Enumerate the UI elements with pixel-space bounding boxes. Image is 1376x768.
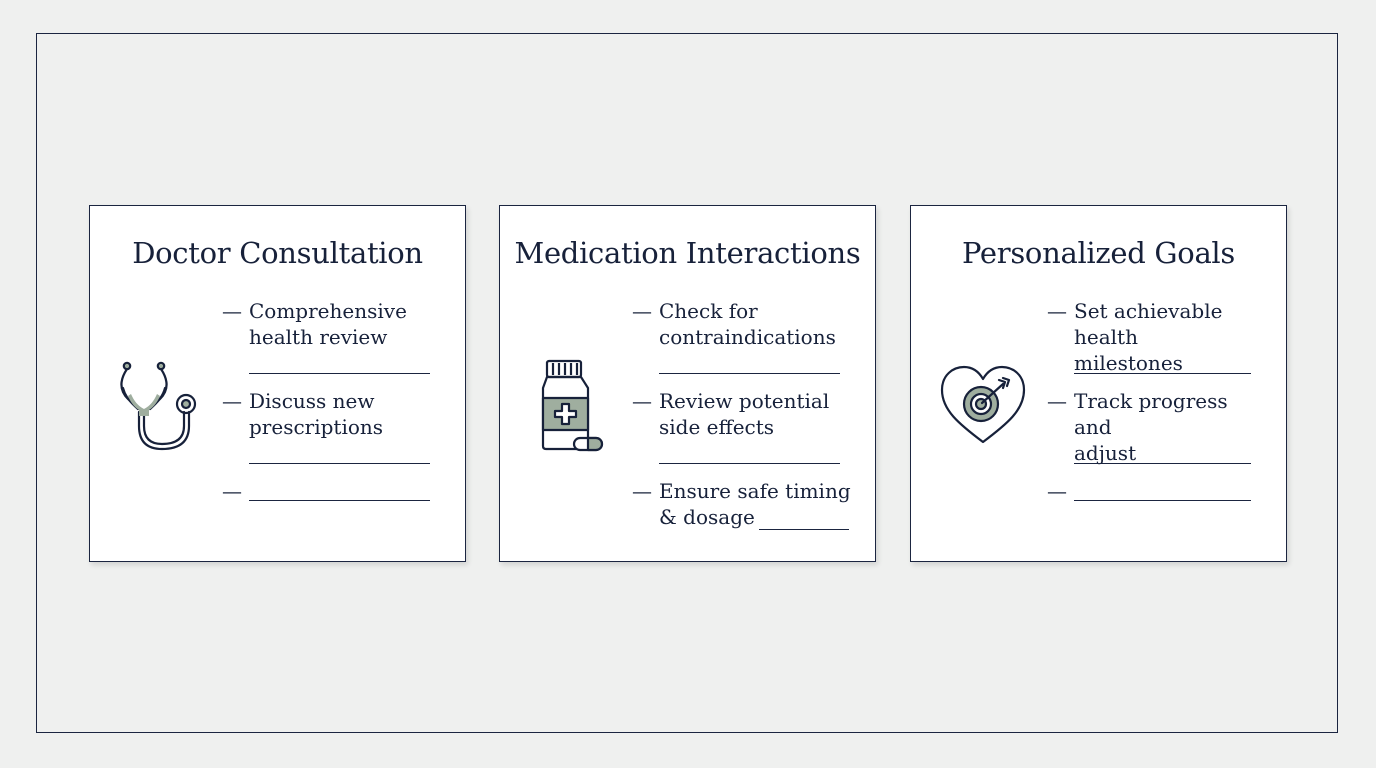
- list-item: — Comprehensive health review: [222, 298, 430, 388]
- item-text-line: Ensure safe timing: [659, 479, 851, 503]
- list-item: — Ensure safe timing & dosage: [632, 478, 851, 568]
- dash: —: [222, 299, 242, 323]
- blank-line: [758, 509, 849, 530]
- card-title: Medication Interactions: [514, 236, 861, 270]
- blank-line: [249, 500, 430, 501]
- dash: —: [222, 389, 242, 413]
- blank-line: [659, 373, 840, 374]
- item-text-line: & dosage: [659, 504, 849, 530]
- blank-line: [1074, 500, 1251, 501]
- item-text: Check for contraindications: [659, 299, 836, 349]
- item-text: Review potential side effects: [659, 389, 830, 439]
- item-list: — Comprehensive health review — Discuss …: [222, 298, 430, 568]
- item-text-line-end: & dosage: [659, 505, 755, 529]
- list-item-blank: —: [222, 478, 430, 568]
- list-item: — Check for contraindications: [632, 298, 840, 388]
- item-list: — Check for contraindications — Review p…: [632, 298, 851, 568]
- list-item: — Review potential side effects: [632, 388, 840, 478]
- card-title: Personalized Goals: [962, 236, 1235, 270]
- list-item: — Set achievable health milestones: [1047, 298, 1251, 388]
- blank-line: [659, 463, 840, 464]
- card-doctor-consultation: Doctor Consultation — Comprehensive heal…: [89, 205, 466, 562]
- item-text: Set achievable health milestones: [1074, 299, 1223, 375]
- medicine-bottle-icon: [538, 358, 608, 457]
- list-item: — Discuss new prescriptions: [222, 388, 430, 478]
- item-list: — Set achievable health milestones — Tra…: [1047, 298, 1251, 568]
- item-text: Track progress and adjust: [1074, 389, 1228, 465]
- blank-line: [249, 463, 430, 464]
- card-medication-interactions: Medication Interactions — Check for cont…: [499, 205, 876, 562]
- blank-line: [249, 373, 430, 374]
- outer-frame: [36, 33, 1338, 733]
- stethoscope-icon: [116, 356, 206, 460]
- card-personalized-goals: Personalized Goals — Set achievable heal…: [910, 205, 1287, 562]
- item-text: Ensure safe timing & dosage: [659, 478, 851, 530]
- blank-line: [1074, 463, 1251, 464]
- item-text: Comprehensive health review: [249, 299, 407, 349]
- dash: —: [1047, 479, 1067, 503]
- list-item-blank: —: [1047, 478, 1251, 568]
- card-title: Doctor Consultation: [132, 236, 423, 270]
- dash: —: [222, 479, 242, 503]
- dash: —: [1047, 389, 1067, 413]
- item-text: Discuss new prescriptions: [249, 389, 384, 439]
- dash: —: [632, 299, 652, 323]
- list-item: — Track progress and adjust: [1047, 388, 1251, 478]
- blank-line: [1074, 373, 1251, 374]
- dash: —: [632, 479, 652, 503]
- dash: —: [1047, 299, 1067, 323]
- heart-target-icon: [939, 364, 1029, 450]
- dash: —: [632, 389, 652, 413]
